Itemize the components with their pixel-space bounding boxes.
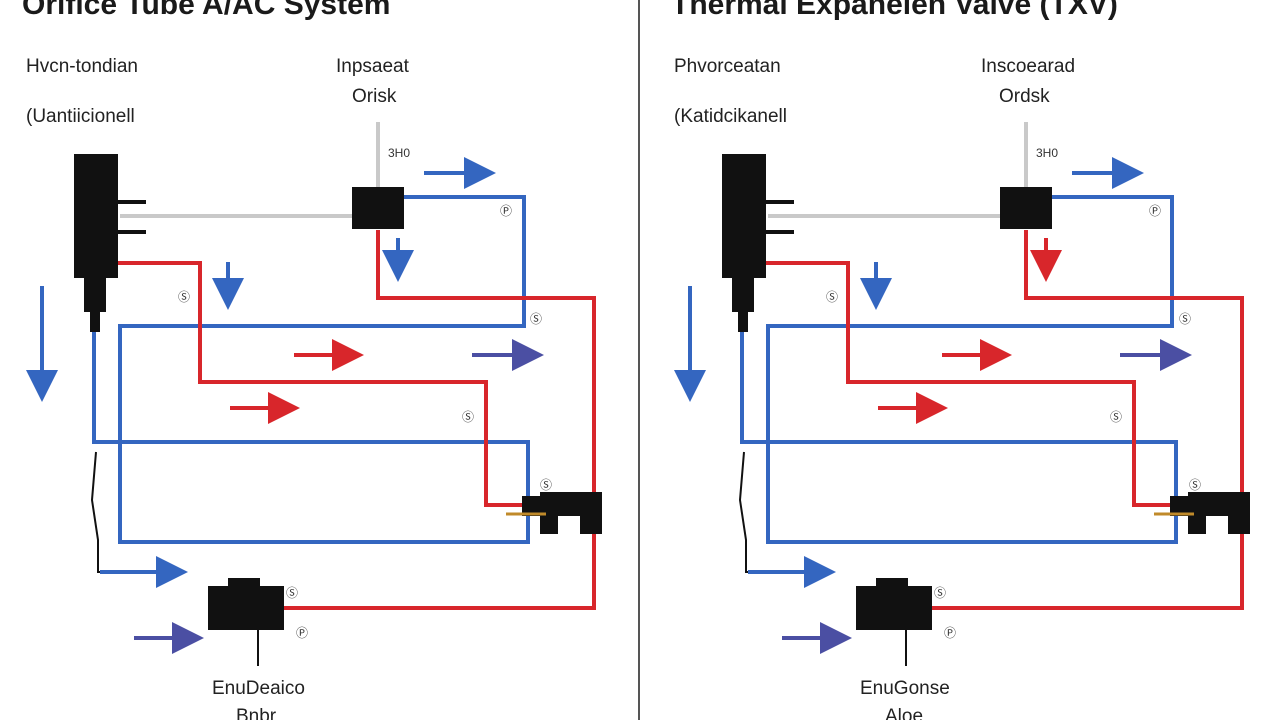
expansion-valve [1170, 496, 1192, 516]
high-pressure-line [284, 230, 596, 610]
sensor-label: Ⓢ [462, 410, 475, 424]
expansion-valve-notch [1206, 516, 1228, 534]
evaporator-top [876, 578, 908, 588]
compressor-shaft [738, 310, 748, 332]
panel-title: Orifice Tube A/AC System [22, 0, 391, 21]
compressor-shaft [84, 276, 106, 312]
compressor-label-line1: Phvorceatan [674, 56, 781, 77]
sensor-label: Ⓟ [296, 626, 309, 640]
evaporator [208, 586, 284, 630]
sensor-wire [90, 451, 130, 573]
sensor-label: Ⓢ [178, 290, 191, 304]
valve-label-line1: Inpsaeat [336, 56, 409, 77]
low-pressure-line [92, 195, 530, 544]
evaporator-label-line2: Aloe [885, 706, 924, 720]
sensor-label: Ⓢ [934, 586, 947, 600]
valve-label-line2: Orisk [352, 86, 397, 107]
evaporator [856, 586, 932, 630]
evaporator-label: EnuGonse [860, 678, 950, 699]
orifice-tube-diagram [26, 122, 602, 666]
high-pressure-line [758, 261, 1170, 507]
sensor-label: Ⓢ [1179, 312, 1192, 326]
txv-diagram [674, 122, 1250, 666]
orifice-valve [522, 496, 544, 516]
sensor-label: Ⓢ [1110, 410, 1123, 424]
compressor-shaft [90, 310, 100, 332]
valve-label-line1: Inscoearad [981, 56, 1076, 77]
orifice-tube-panel: Orifice Tube A/AC System Hvcn-tondian (U… [0, 0, 638, 720]
high-pressure-line [932, 230, 1244, 610]
sensor-wire [738, 451, 778, 573]
compressor [74, 154, 118, 278]
high-pressure-line [110, 261, 522, 507]
sensor-label: Ⓢ [530, 312, 543, 326]
service-port-label: 3H0 [388, 146, 411, 160]
compressor-label-line2: (Uantiicionell [26, 106, 135, 127]
sensor-label: Ⓟ [500, 204, 513, 218]
compressor-shaft [732, 276, 754, 312]
txv-panel: Thermal Expanelen Vaive (TXV) Phvorceata… [641, 0, 1279, 720]
compressor [722, 154, 766, 278]
sensor-label: Ⓟ [1149, 204, 1162, 218]
compressor-label-line2: (Katidcikanell [674, 106, 787, 127]
top-valve [352, 187, 404, 229]
low-pressure-line [740, 195, 1178, 544]
panel-title: Thermal Expanelen Vaive (TXV) [671, 0, 1118, 21]
evaporator-top [228, 578, 260, 588]
sensor-label: Ⓢ [1189, 478, 1202, 492]
panel-divider [638, 0, 640, 720]
sensor-label: Ⓢ [540, 478, 553, 492]
orifice-valve-notch [558, 516, 580, 534]
valve-label-line2: Ordsk [999, 86, 1050, 107]
service-port-label: 3H0 [1036, 146, 1059, 160]
evaporator-label: EnuDeaico [212, 678, 305, 699]
evaporator-label-line2: Bnbr [236, 706, 277, 720]
sensor-label: Ⓟ [944, 626, 957, 640]
compressor-label-line1: Hvcn-tondian [26, 56, 138, 77]
sensor-label: Ⓢ [286, 586, 299, 600]
sensor-label: Ⓢ [826, 290, 839, 304]
top-valve [1000, 187, 1052, 229]
